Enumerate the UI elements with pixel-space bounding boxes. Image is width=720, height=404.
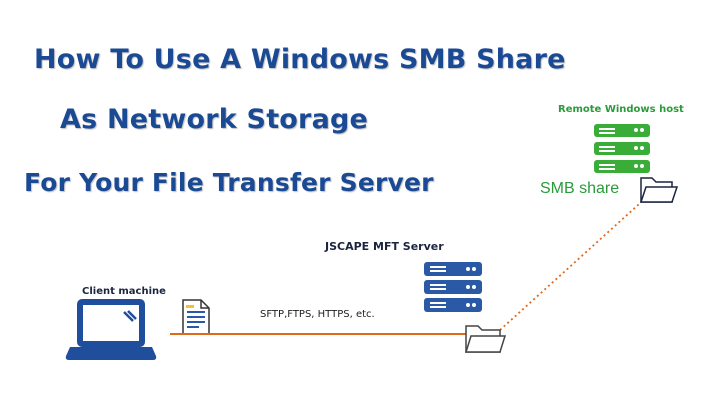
mft-server-label: JSCAPE MFT Server	[325, 240, 444, 253]
protocols-label: SFTP,FTPS, HTTPS, etc.	[260, 309, 375, 320]
title-line-1: How To Use A Windows SMB Share	[34, 44, 566, 75]
title-line-3: For Your File Transfer Server	[24, 168, 434, 197]
client-machine-label: Client machine	[82, 286, 166, 297]
remote-server-icon	[594, 124, 650, 173]
document-icon	[182, 299, 210, 335]
remote-host-label: Remote Windows host	[558, 104, 684, 115]
folder-icon	[464, 325, 507, 353]
mft-server-icon	[424, 262, 482, 312]
smb-share-label: SMB share	[540, 180, 620, 197]
network-link-line	[499, 195, 649, 331]
title-line-2: As Network Storage	[60, 104, 369, 135]
laptop-icon	[65, 299, 157, 360]
smb-folder-icon	[639, 177, 679, 203]
